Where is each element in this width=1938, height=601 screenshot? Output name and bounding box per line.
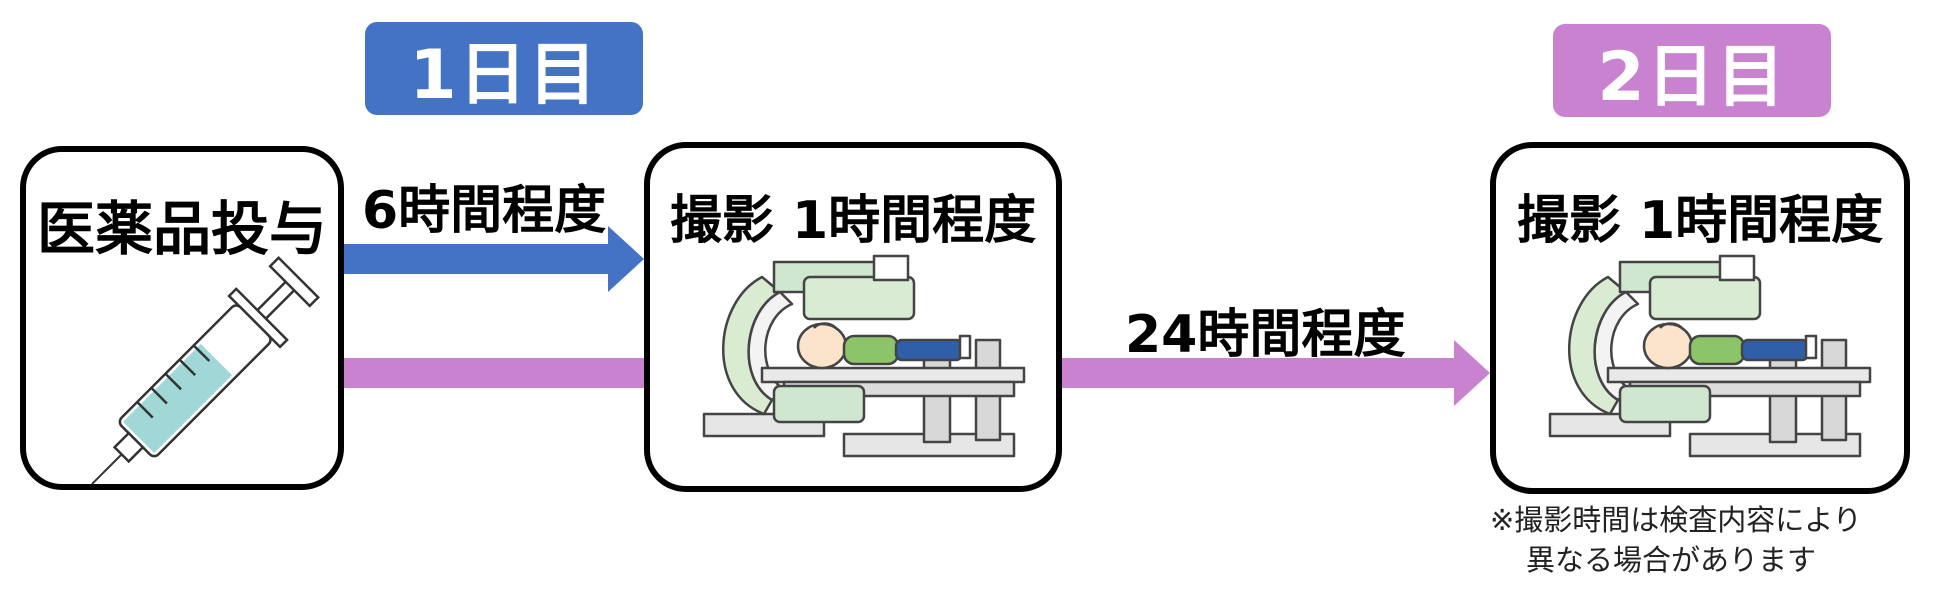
scan-time-note: ※撮影時間は検査内容により 異なる場合があります	[1490, 500, 1862, 580]
arrow-purple-1	[344, 358, 644, 388]
day2-badge: 2日目	[1553, 24, 1831, 117]
arrow-6h-label: 6時間程度	[362, 181, 607, 241]
scanner-icon	[1548, 254, 1872, 458]
day1-badge: 1日目	[365, 22, 643, 115]
scan-step-day1: 撮影 1時間程度	[644, 142, 1062, 492]
day2-label: 2日目	[1597, 38, 1787, 117]
arrow-6h	[344, 226, 644, 292]
scan-title-day1: 撮影 1時間程度	[669, 191, 1037, 251]
arrow-24h-label: 24時間程度	[1125, 305, 1406, 365]
scan-title-day2: 撮影 1時間程度	[1516, 191, 1884, 251]
injection-step: 医薬品投与	[20, 146, 344, 490]
arrow-24h	[1062, 340, 1490, 406]
scanner-icon	[702, 254, 1026, 458]
day1-label: 1日目	[409, 36, 599, 115]
scan-step-day2: 撮影 1時間程度	[1490, 142, 1910, 494]
injection-title: 医薬品投与	[36, 195, 327, 263]
note-line1: ※撮影時間は検査内容により	[1490, 503, 1862, 537]
note-line2: 異なる場合があります	[1526, 543, 1817, 577]
syringe-icon	[91, 256, 320, 485]
